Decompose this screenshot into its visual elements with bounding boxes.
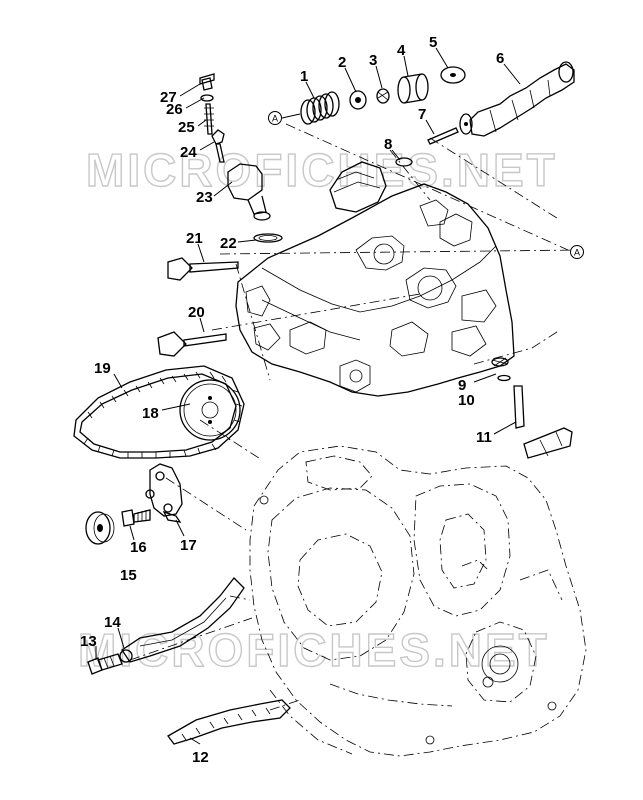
circlip [395, 157, 413, 167]
tappet-bucket [397, 73, 429, 104]
cam-sprocket [179, 379, 241, 441]
spring-retainer [349, 90, 367, 110]
leader-lines [95, 47, 521, 745]
camshaft [459, 61, 575, 137]
callout-24: 24 [180, 144, 197, 161]
watermark-bottom: MICROFICHES.NET [78, 624, 550, 676]
chain-guide-pivot [491, 357, 573, 459]
dowel-pin [427, 127, 459, 145]
callout-8: 8 [384, 136, 392, 153]
callout-26: 26 [166, 101, 183, 118]
callout-21: 21 [186, 230, 203, 247]
callout-18: 18 [142, 405, 159, 422]
cam-chain-tensioner [199, 73, 271, 221]
watermark-top: MICROFICHES.NET [86, 144, 558, 196]
tensioner-gasket [253, 233, 283, 243]
callout-25: 25 [178, 119, 195, 136]
cam-chain [73, 365, 245, 459]
callout-12: 12 [192, 749, 209, 766]
crankcase [249, 445, 587, 757]
callout-17: 17 [180, 537, 197, 554]
svg-text:A: A [272, 114, 278, 124]
valve-keepers [376, 88, 390, 104]
callout-23: 23 [196, 189, 213, 206]
chain-guide-rail [167, 699, 291, 745]
sprocket-bolt [121, 509, 151, 527]
reference-mark-right: A [570, 245, 584, 259]
callout-7: 7 [418, 106, 426, 123]
svg-text:A: A [574, 248, 580, 258]
callout-5: 5 [429, 34, 437, 51]
cylinder-head [235, 161, 515, 397]
callout-22: 22 [220, 235, 237, 252]
callout-6: 6 [496, 50, 504, 67]
callout-27: 27 [160, 89, 177, 106]
drive-sprocket [85, 511, 115, 545]
chain-tensioner-guide [119, 577, 245, 663]
callout-3: 3 [369, 52, 377, 69]
guide-pivot-bolt [87, 653, 123, 675]
callout-15: 15 [120, 567, 137, 584]
valve-springs [300, 91, 340, 125]
center-lines [129, 123, 581, 711]
shim [440, 66, 466, 84]
exhaust-valve [157, 331, 227, 357]
callout-11: 11 [476, 429, 492, 446]
callout-labels: 1 2 3 4 5 6 7 8 9 10 11 12 13 14 15 16 1… [80, 34, 504, 766]
reference-mark-left: A [268, 111, 301, 125]
callout-4: 4 [397, 42, 406, 59]
callout-13: 13 [80, 633, 97, 650]
callout-2: 2 [338, 54, 346, 71]
callout-1: 1 [300, 68, 308, 85]
sprocket-plate [145, 463, 183, 523]
callout-19: 19 [94, 360, 111, 377]
callout-10: 10 [458, 392, 475, 409]
callout-20: 20 [188, 304, 205, 321]
callout-14: 14 [104, 614, 121, 631]
callout-16: 16 [130, 539, 147, 556]
intake-valve [167, 257, 239, 281]
callout-9: 9 [458, 377, 466, 394]
